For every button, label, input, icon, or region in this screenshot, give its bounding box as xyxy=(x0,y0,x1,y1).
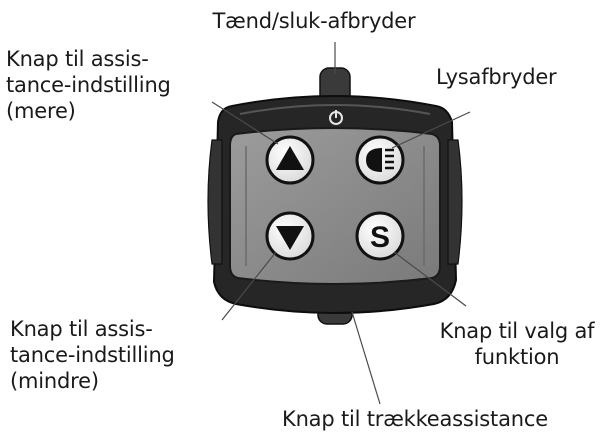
headlight-icon xyxy=(366,148,394,172)
leader-assist-down xyxy=(221,251,277,321)
leader-assist-up xyxy=(211,101,279,145)
walk-assist-label: Knap til trækkeassistance xyxy=(282,407,548,431)
letter-s-icon: S xyxy=(370,221,390,254)
leader-lines xyxy=(211,42,471,405)
light-button[interactable] xyxy=(355,135,405,185)
power-switch-label: Tænd/sluk-afbryder xyxy=(212,9,416,33)
function-button[interactable]: S xyxy=(355,211,405,261)
light-switch-label: Lysafbryder xyxy=(436,65,557,89)
leader-function xyxy=(393,251,467,307)
power-icon xyxy=(329,110,343,125)
assist-down-label: Knap til assis- tance-indstilling (mindr… xyxy=(10,317,175,393)
assist-up-button[interactable] xyxy=(265,135,315,185)
leader-walk-assist xyxy=(351,311,381,405)
button-panel xyxy=(229,127,441,285)
leader-light xyxy=(391,111,471,149)
assist-up-label: Knap til assis- tance-indstilling (mere) xyxy=(6,47,171,123)
assist-down-button[interactable] xyxy=(265,211,315,261)
triangle-down-icon xyxy=(276,226,304,250)
triangle-up-icon xyxy=(276,146,304,170)
function-label: Knap til valg af funktion xyxy=(439,319,595,369)
